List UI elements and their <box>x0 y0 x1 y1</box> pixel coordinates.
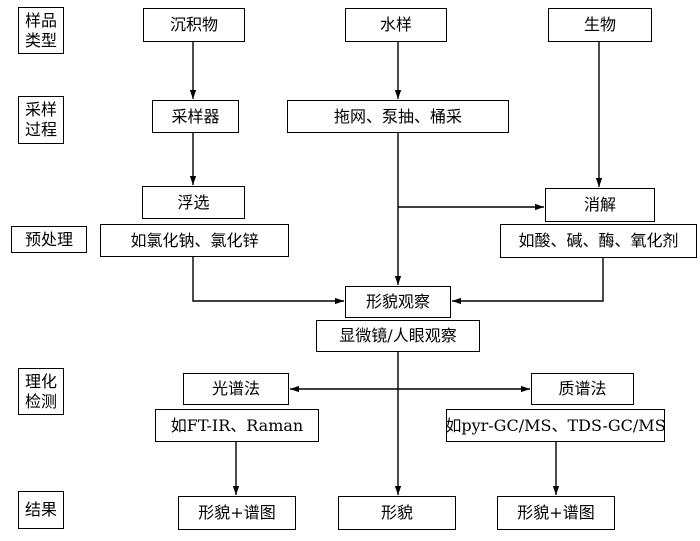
node-spectroscopy: 光谱法 <box>183 373 289 405</box>
node-digestion: 消解 <box>545 188 655 222</box>
node-water: 水样 <box>345 8 447 42</box>
node-morphology-observation: 形貌观察 <box>345 286 451 318</box>
label-detection: 理化检测 <box>18 368 64 415</box>
node-result-right: 形貌+谱图 <box>497 496 615 530</box>
node-result-middle: 形貌 <box>338 496 456 530</box>
node-reagent-example: 如酸、碱、酶、氧化剂 <box>500 224 697 258</box>
node-ms-example: 如pyr-GC/MS、TDS-GC/MS <box>445 409 666 442</box>
node-mass-spec: 质谱法 <box>531 373 634 405</box>
label-pretreatment: 预处理 <box>11 226 87 253</box>
node-spectro-example: 如FT-IR、Raman <box>155 409 319 442</box>
node-trawl: 拖网、泵抽、桶采 <box>287 100 509 133</box>
node-biota: 生物 <box>548 8 652 42</box>
label-sample-type: 样品类型 <box>18 7 64 54</box>
arrow-salt-to-morphology <box>192 257 344 305</box>
label-result: 结果 <box>18 491 64 529</box>
node-result-left: 形貌+谱图 <box>178 496 296 530</box>
node-salt-example: 如氯化钠、氯化锌 <box>100 224 289 257</box>
node-microscope: 显微镜/人眼观察 <box>316 320 480 352</box>
node-sediment: 沉积物 <box>143 8 245 42</box>
node-flotation: 浮选 <box>142 186 245 219</box>
arrow-reagent-to-morphology <box>452 258 604 305</box>
label-sampling: 采样过程 <box>18 96 64 144</box>
node-sampler: 采样器 <box>152 100 239 133</box>
